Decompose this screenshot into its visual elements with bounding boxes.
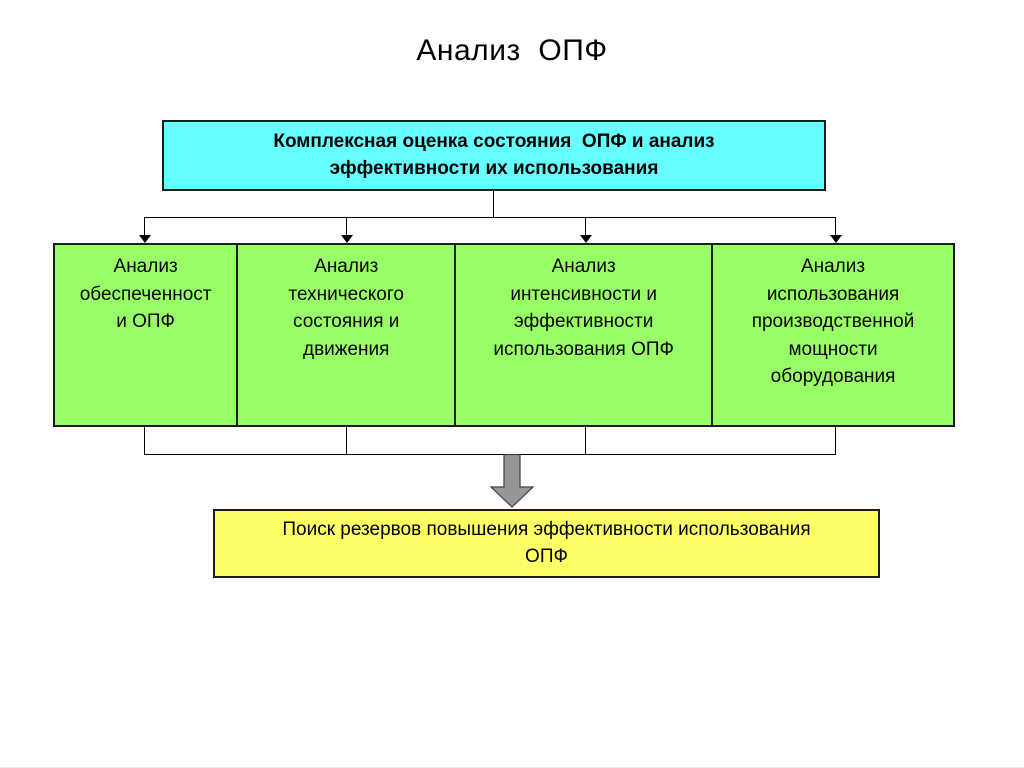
branch-box-availability: Анализ обеспеченност и ОПФ xyxy=(55,245,239,425)
bracket-drop-line xyxy=(585,427,586,455)
reserves-search-box: Поиск резервов повышения эффективности и… xyxy=(213,509,880,578)
branch-box-production-capacity: Анализ использования производственной мо… xyxy=(713,245,953,425)
bracket-drop-line xyxy=(144,427,145,455)
page-title: Анализ ОПФ xyxy=(416,34,608,67)
branch-box-label: Анализ использования производственной мо… xyxy=(751,256,915,388)
down-block-arrow-icon xyxy=(489,454,535,508)
summary-assessment-box: Комплексная оценка состояния ОПФ и анали… xyxy=(162,120,826,191)
connector-drop-line xyxy=(144,217,145,236)
bracket-rail-line xyxy=(144,454,836,455)
branch-box-label: Анализ обеспеченност и ОПФ xyxy=(79,256,212,333)
branch-box-intensity-efficiency: Анализ интенсивности и эффективности исп… xyxy=(456,245,714,425)
arrow-down-icon xyxy=(139,235,151,243)
down-block-arrow-shape xyxy=(489,454,535,508)
connector-drop-line xyxy=(585,217,586,236)
summary-assessment-label: Комплексная оценка состояния ОПФ и анали… xyxy=(273,130,715,179)
branch-box-label: Анализ интенсивности и эффективности исп… xyxy=(493,256,674,360)
arrow-down-icon xyxy=(341,235,353,243)
bracket-drop-line xyxy=(835,427,836,455)
branch-box-label: Анализ технического состояния и движения xyxy=(288,256,404,360)
arrow-down-icon xyxy=(830,235,842,243)
connector-drop-line xyxy=(835,217,836,236)
branch-box-technical-state: Анализ технического состояния и движения xyxy=(238,245,457,425)
arrow-down-icon xyxy=(580,235,592,243)
connector-stem-line xyxy=(493,191,494,218)
analysis-branch-row: Анализ обеспеченност и ОПФ Анализ технич… xyxy=(53,243,955,427)
connector-top-rail-line xyxy=(145,217,836,218)
reserves-search-label: Поиск резервов повышения эффективности и… xyxy=(282,518,811,567)
connector-drop-line xyxy=(346,217,347,236)
bracket-drop-line xyxy=(346,427,347,455)
